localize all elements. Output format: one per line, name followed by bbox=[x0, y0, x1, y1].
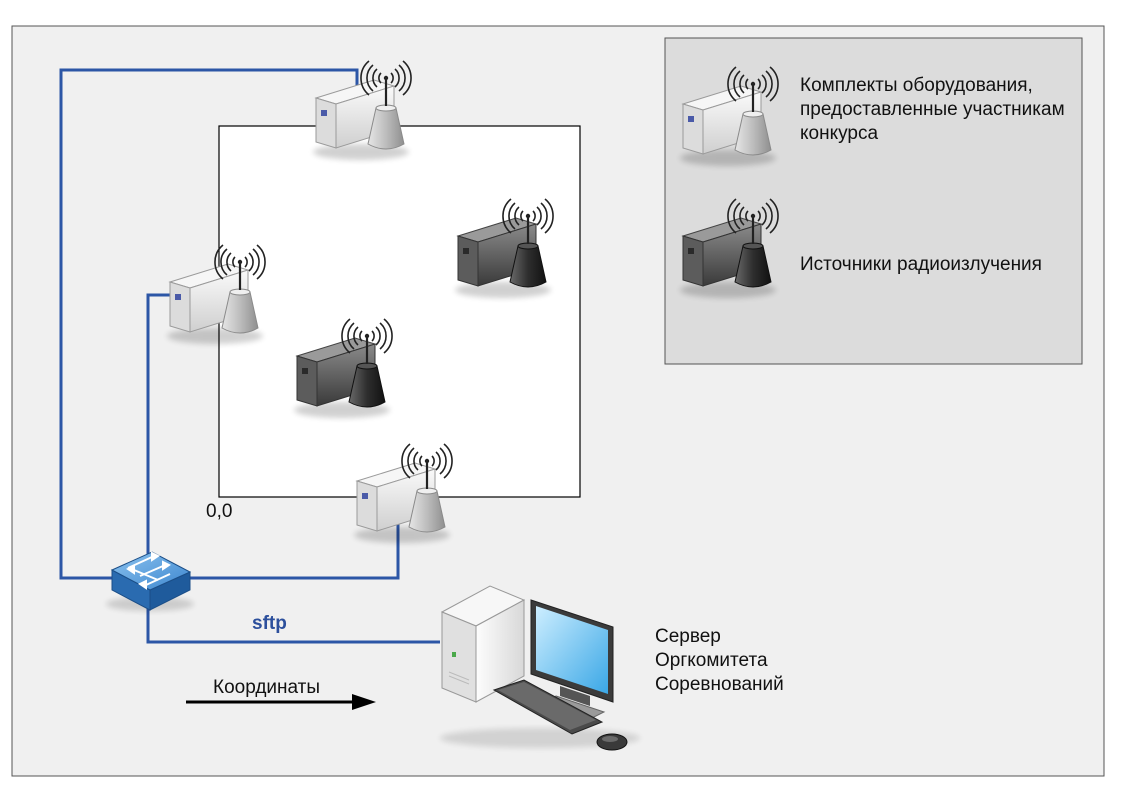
sftp-label: sftp bbox=[252, 613, 287, 634]
competition-area bbox=[218, 125, 581, 498]
legend-participant-kit-label: Комплекты оборудования, предоставленные … bbox=[800, 74, 1065, 146]
cable-top-kit bbox=[59, 68, 359, 580]
cable-server bbox=[146, 605, 440, 644]
legend-participant-kit-line-3: конкурса bbox=[800, 123, 879, 144]
coordinates-arrow bbox=[186, 694, 376, 710]
server-label-line-1: Сервер bbox=[655, 626, 721, 647]
server-label-line-2: Оргкомитета bbox=[655, 650, 768, 671]
cable-left-kit bbox=[146, 293, 176, 565]
network-switch-icon bbox=[106, 551, 194, 611]
server-computer-icon bbox=[440, 585, 640, 751]
legend-radio-source-label: Источники радиоизлучения bbox=[800, 254, 1042, 275]
origin-label: 0,0 bbox=[206, 501, 233, 522]
legend-participant-kit-line-1: Комплекты оборудования, bbox=[800, 75, 1033, 96]
server-label: Сервер Оргкомитета Соревнований bbox=[655, 625, 784, 697]
server-label-line-3: Соревнований bbox=[655, 674, 784, 695]
network-cables bbox=[59, 68, 440, 644]
coordinates-label: Координаты bbox=[213, 677, 321, 698]
legend-participant-kit-line-2: предоставленные участникам bbox=[800, 99, 1065, 120]
